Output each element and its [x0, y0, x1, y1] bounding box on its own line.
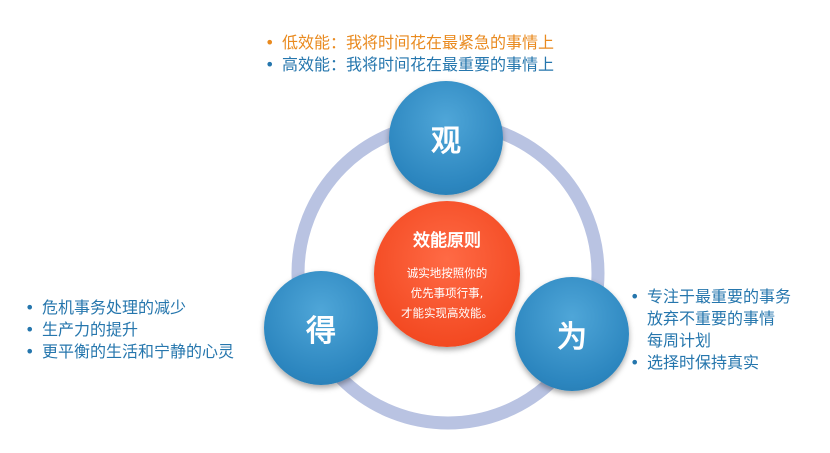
list-item: •专注于最重要的事务	[630, 287, 792, 306]
center-title: 效能原则	[413, 230, 481, 251]
bullet-icon: •	[265, 55, 275, 74]
list-item: •更平衡的生活和宁静的心灵	[25, 342, 235, 361]
bullet-icon: •	[25, 320, 35, 339]
results-list: •危机事务处理的减少 •生产力的提升 •更平衡的生活和宁静的心灵	[22, 297, 234, 363]
list-item: 放弃不重要的事情	[647, 309, 776, 328]
node-de: 得	[264, 271, 378, 385]
center-principle: 效能原则 诚实地按照你的 优先事项行事, 才能实现高效能。	[374, 201, 520, 347]
bullet-icon: •	[25, 298, 35, 317]
node-guan: 观	[389, 81, 503, 195]
bullet-icon: •	[630, 353, 640, 372]
center-line: 才能实现高效能。	[401, 305, 493, 320]
bullet-icon: •	[25, 342, 35, 361]
low-efficiency-note: •低效能：我将时间花在最紧急的事情上	[265, 33, 555, 52]
bullet-icon: •	[630, 287, 640, 306]
high-efficiency-note: •高效能：我将时间花在最重要的事情上	[265, 55, 555, 74]
list-item: •危机事务处理的减少	[25, 298, 187, 317]
list-item: •生产力的提升	[25, 320, 139, 339]
list-item: 每周计划	[647, 331, 712, 350]
efficiency-notes: •低效能：我将时间花在最紧急的事情上 •高效能：我将时间花在最重要的事情上	[262, 32, 554, 76]
actions-list: •专注于最重要的事务 放弃不重要的事情 每周计划 •选择时保持真实	[627, 286, 791, 374]
bullet-icon: •	[265, 33, 275, 52]
node-wei: 为	[515, 277, 629, 391]
center-line: 诚实地按照你的	[406, 265, 488, 280]
list-item: •选择时保持真实	[630, 353, 760, 372]
center-line: 优先事项行事,	[410, 285, 484, 300]
